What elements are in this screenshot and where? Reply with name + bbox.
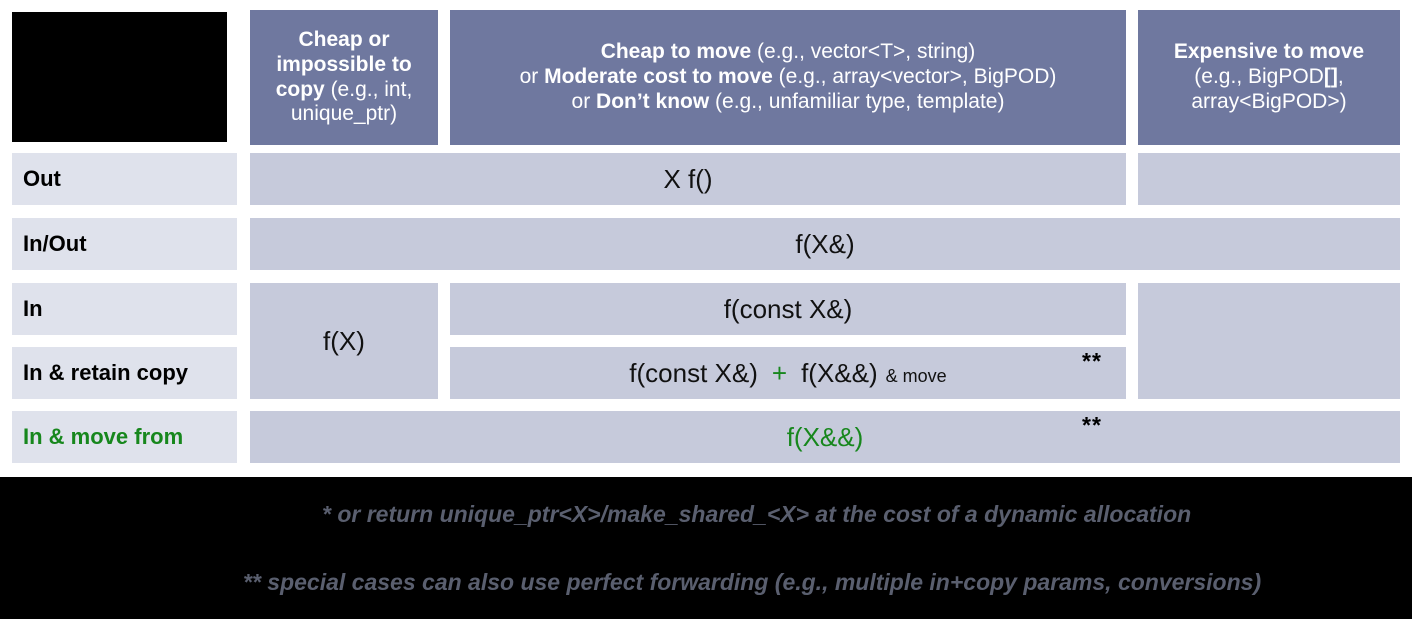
row-label-in-retain-copy: In & retain copy — [12, 347, 237, 399]
footer-notes-panel: * or return unique_ptr<X>/make_shared_<X… — [0, 477, 1412, 619]
header-col4-line2-bold: [] — [1323, 65, 1338, 89]
cell-retain-part2: f(X&&) — [801, 357, 878, 388]
cell-inout-value: f(X&) — [250, 218, 1400, 270]
cell-in-retain-copy-value: f(const X&) + f(X&&) & move — [450, 347, 1126, 399]
cell-out-value: X f() — [250, 153, 1126, 205]
header-col4-line2: (e.g., BigPOD — [1194, 65, 1324, 89]
cell-in-move-from-value: f(X&&) — [250, 411, 1400, 463]
cell-in-value: f(const X&) — [450, 283, 1126, 335]
header-col3-line2-bold: Moderate cost to move — [544, 65, 773, 89]
header-col3-line3-rest: (e.g., unfamiliar type, template) — [709, 89, 1005, 113]
header-col4-line3: array<BigPOD>) — [1191, 89, 1347, 113]
footnote-marker-move-from: ** — [1082, 412, 1102, 438]
header-col3-line2-prefix: or — [519, 65, 545, 89]
cell-retain-plus: + — [771, 357, 788, 388]
header-col4-bold: Expensive to move — [1173, 40, 1365, 64]
header-col3-line3-bold: Don’t know — [596, 89, 710, 113]
header-col3-line3-prefix: or — [571, 89, 597, 113]
cell-col2-merged-fx: f(X) — [250, 283, 438, 399]
header-col-cheap-or-impossible-to-copy: Cheap or impossible to copy (e.g., int, … — [250, 10, 438, 145]
row-label-in: In — [12, 283, 237, 335]
cell-retain-part3: & move — [885, 365, 947, 386]
footnote-marker-retain-copy: ** — [1082, 348, 1102, 374]
header-col2-rest: (e.g., int, unique_ptr) — [290, 77, 413, 126]
row-label-in-out: In/Out — [12, 218, 237, 270]
header-col4-line2-tail: , — [1337, 65, 1344, 89]
header-corner-blank — [12, 12, 227, 142]
header-col-cheap-to-move: Cheap to move (e.g., vector<T>, string) … — [450, 10, 1126, 145]
footnote-single-star: * or return unique_ptr<X>/make_shared_<X… — [322, 501, 1192, 527]
row-label-in-move-from: In & move from — [12, 411, 237, 463]
cell-retain-part1: f(const X&) — [629, 357, 758, 388]
header-col3-line1-rest: (e.g., vector<T>, string) — [751, 40, 976, 64]
header-col3-line1-bold: Cheap to move — [600, 40, 752, 64]
footnote-double-star: ** special cases can also use perfect fo… — [243, 569, 1262, 595]
cell-col4-expensive-merged-blank — [1138, 283, 1400, 399]
header-col3-line2-rest: (e.g., array<vector>, BigPOD) — [772, 65, 1057, 89]
row-label-out: Out — [12, 153, 237, 205]
cell-col4-out-blank — [1138, 153, 1400, 205]
header-col2-bold: Cheap or impossible to copy — [275, 27, 412, 101]
header-col-expensive-to-move: Expensive to move (e.g., BigPOD[], array… — [1138, 10, 1400, 145]
